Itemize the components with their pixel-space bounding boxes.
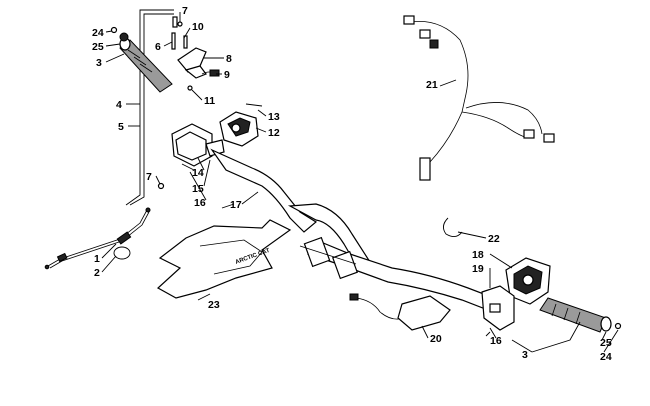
- label-9: 9: [224, 69, 230, 81]
- label-7-top: 7: [182, 5, 188, 17]
- bracket-4-5: [125, 9, 174, 206]
- right-control-housing: [481, 257, 551, 339]
- handlebar-pad: ARCTIC CAT: [156, 219, 292, 299]
- right-grip: [539, 297, 622, 333]
- label-7-bottom: 7: [146, 171, 152, 183]
- label-3-right: 3: [522, 349, 528, 361]
- label-8: 8: [226, 53, 232, 65]
- label-16-right: 16: [490, 335, 502, 347]
- label-24: 24: [92, 27, 104, 39]
- left-control-housing: [157, 123, 225, 190]
- label-6: 6: [155, 41, 161, 53]
- label-4: 4: [116, 99, 122, 111]
- label-23: 23: [208, 299, 220, 311]
- left-grip: [110, 26, 173, 93]
- label-25: 25: [92, 41, 104, 53]
- leader-lines: [101, 12, 619, 353]
- label-20: 20: [430, 333, 442, 345]
- label-12: 12: [268, 127, 280, 139]
- label-2: 2: [94, 267, 100, 279]
- label-11: 11: [204, 95, 215, 107]
- label-22: 22: [488, 233, 500, 245]
- label-18: 18: [472, 249, 484, 261]
- label-25-right: 25: [600, 337, 612, 349]
- handlebar: [210, 148, 495, 311]
- part-labels: 24 25 3 4 5 6 7 10 8 9 11 13 12 14 15 16…: [92, 5, 612, 363]
- label-1: 1: [94, 253, 100, 265]
- wiring-harness: [403, 15, 555, 181]
- label-5: 5: [118, 121, 124, 133]
- label-17: 17: [230, 199, 242, 211]
- label-3: 3: [96, 57, 102, 69]
- clip-22: [443, 217, 463, 237]
- throttle-assembly: [171, 16, 220, 91]
- cable-clip-ring: [113, 246, 131, 260]
- label-16-left: 16: [194, 197, 206, 209]
- switch-20: [349, 293, 451, 331]
- throttle-cable: [44, 207, 151, 270]
- label-24-right: 24: [600, 351, 612, 363]
- label-19: 19: [472, 263, 484, 275]
- label-13: 13: [268, 111, 280, 123]
- label-15: 15: [192, 183, 204, 195]
- left-switch-housing: [219, 103, 263, 147]
- label-10: 10: [192, 21, 204, 33]
- label-14: 14: [192, 167, 204, 179]
- label-21: 21: [426, 79, 438, 91]
